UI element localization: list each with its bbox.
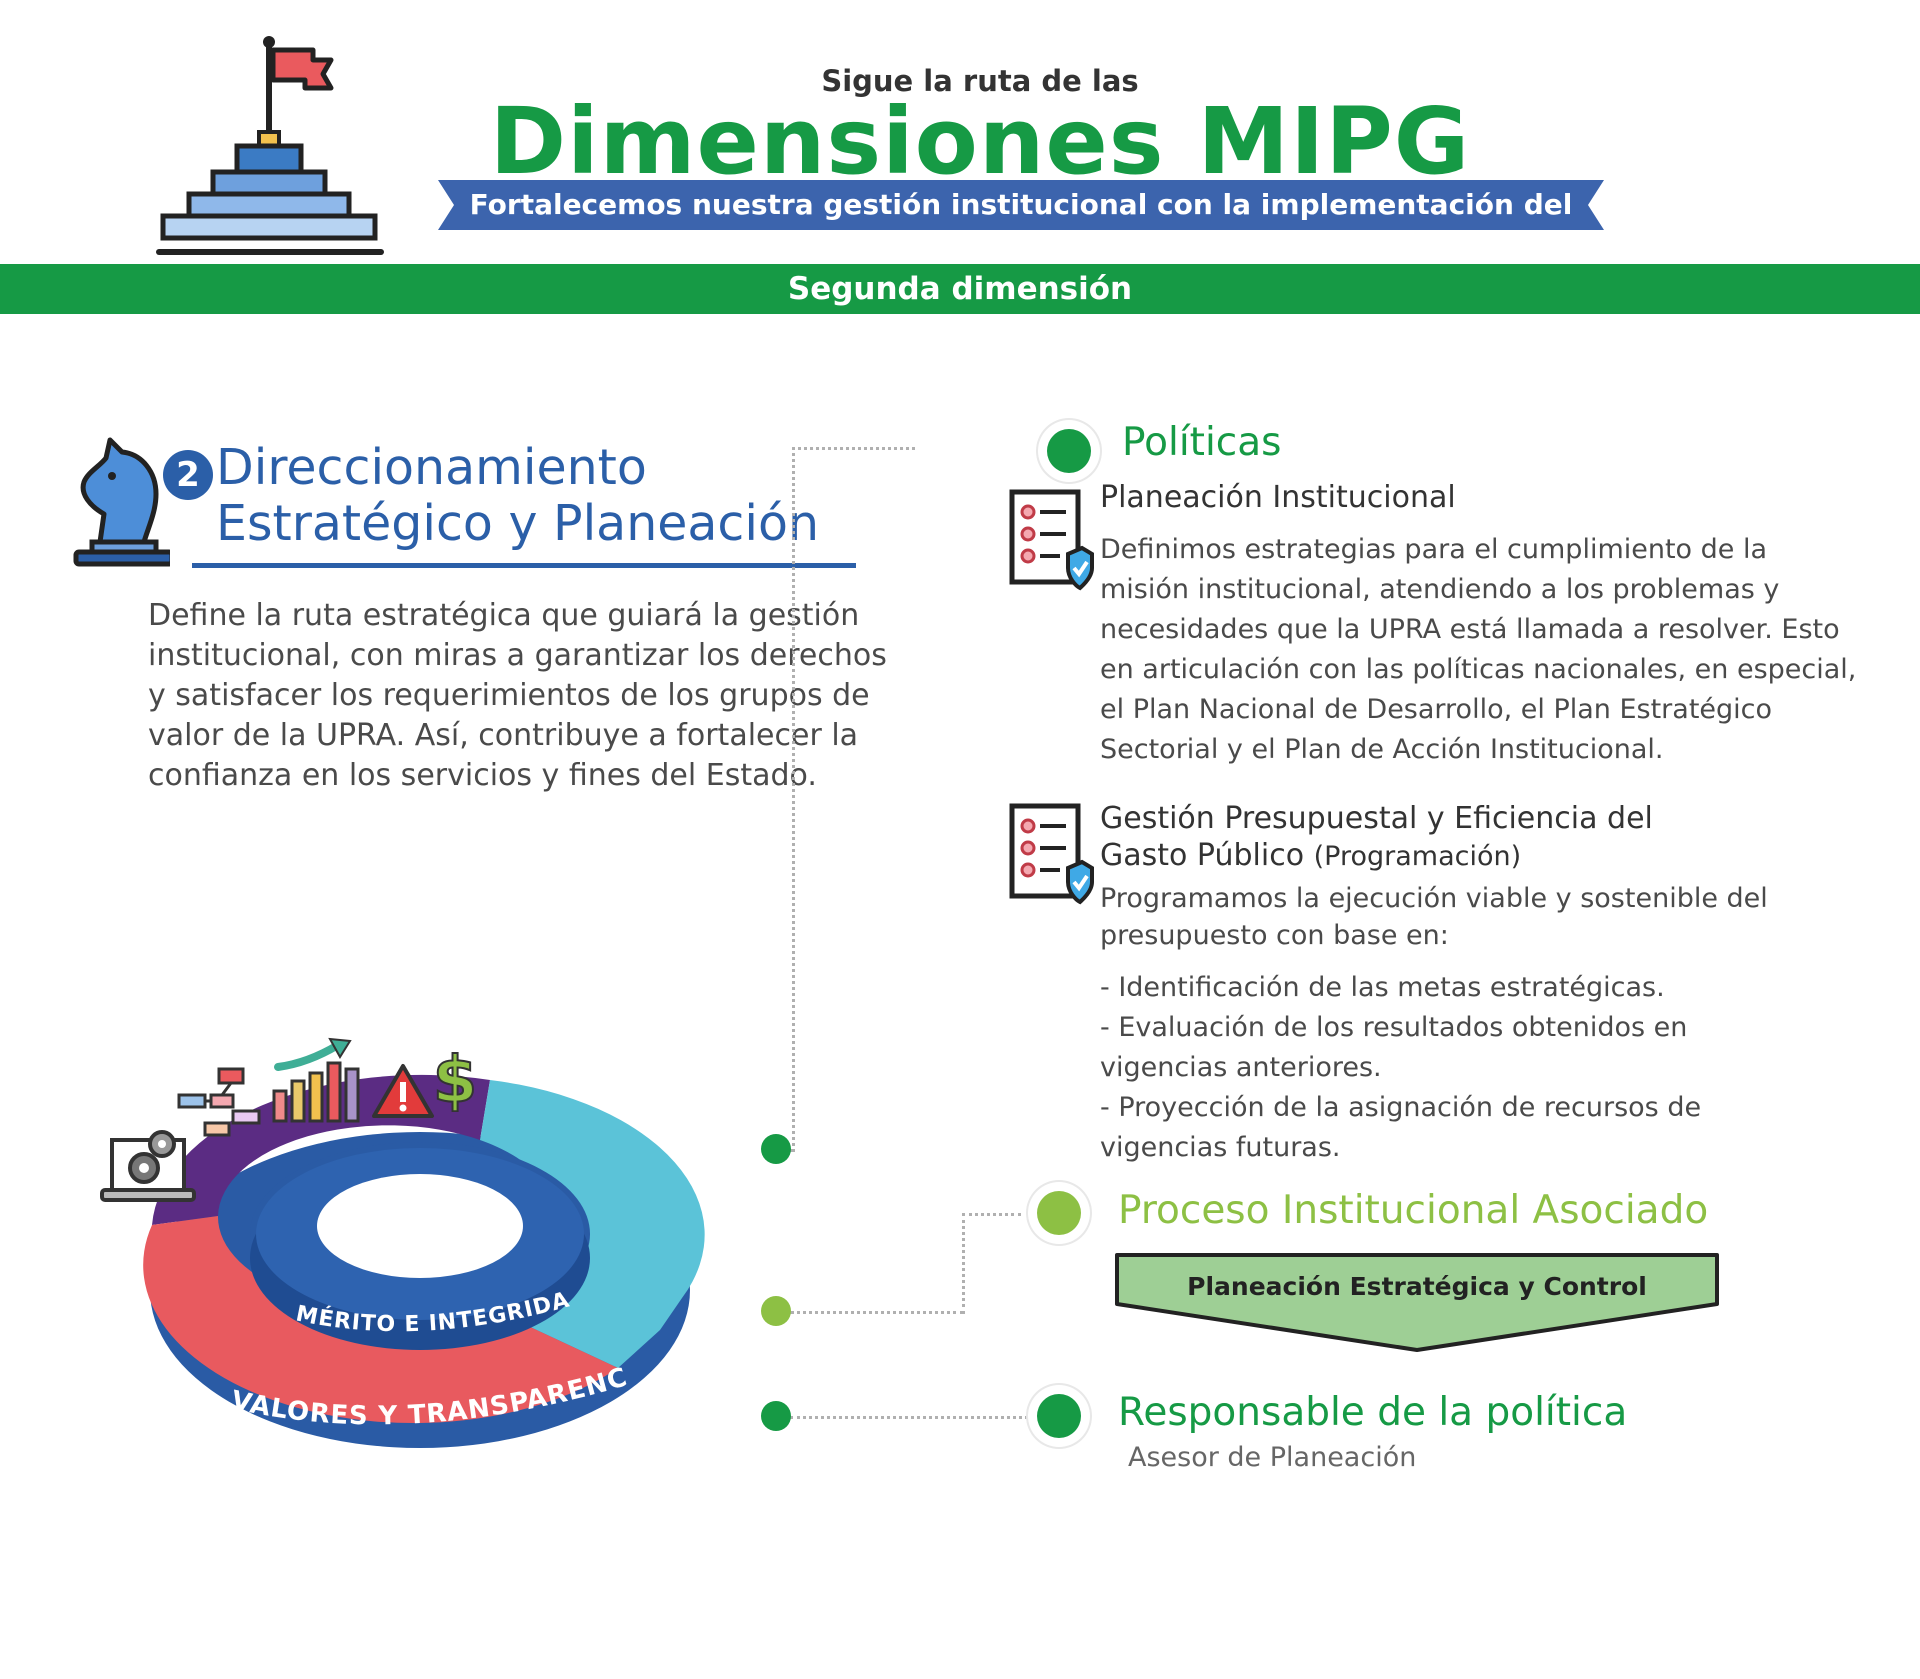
- title-underline: [192, 563, 856, 568]
- proceso-heading: Proceso Institucional Asociado: [1118, 1188, 1709, 1233]
- policy-2-text: Programamos la ejecución viable y sosten…: [1100, 883, 1768, 951]
- flowchart-icon: [177, 1067, 261, 1137]
- bar-chart-growth-icon: [272, 1037, 360, 1123]
- policy-2-title: Gestión Presupuestal y Eficiencia del Ga…: [1100, 800, 1820, 875]
- policy-1-text: Definimos estrategias para el cumplimien…: [1100, 534, 1857, 765]
- policy-2-title-line1: Gestión Presupuestal y Eficiencia del: [1100, 801, 1653, 836]
- warning-icon: [372, 1064, 434, 1118]
- checklist-shield-icon: [1009, 489, 1094, 591]
- mipg-ring-diagram: MÉRITO E INTEGRIDAD VALORES Y TRANSPAREN…: [70, 1030, 705, 1448]
- laptop-gears-icon: [100, 1130, 196, 1202]
- process-box-label: Planeación Estratégica y Control: [1187, 1272, 1647, 1301]
- policy-2-title-line2: Gasto Público: [1100, 838, 1305, 873]
- dimension-title-line1: Direccionamiento: [216, 439, 647, 496]
- section-bar-label: Segunda dimensión: [787, 271, 1133, 307]
- dimension-description: Define la ruta estratégica que guiará la…: [148, 598, 887, 793]
- politicas-heading: Políticas: [1122, 420, 1282, 465]
- list-item: - Identificación de las metas estratégic…: [1100, 972, 1665, 1003]
- banner-text: Fortalecemos nuestra gestión institucion…: [469, 188, 1573, 271]
- connector-proceso: [962, 1213, 1021, 1314]
- list-item: - Evaluación de los resultados obtenidos…: [1100, 1012, 1688, 1083]
- donut-dot-responsable: [761, 1401, 791, 1431]
- connector-politicas: [792, 447, 915, 1152]
- responsable-heading: Responsable de la política: [1118, 1390, 1628, 1435]
- page-title: Dimensiones MIPG: [489, 88, 1471, 195]
- responsable-name: Asesor de Planeación: [1128, 1442, 1417, 1473]
- politicas-marker: [1038, 420, 1100, 482]
- connector-proceso-bottom: [790, 1311, 964, 1314]
- donut-dot-proceso: [761, 1296, 791, 1326]
- header-kicker: Sigue la ruta de las: [821, 64, 1139, 98]
- policy-2-bullets: - Identificación de las metas estratégic…: [1100, 968, 1820, 1168]
- dimension-title-line2: Estratégico y Planeación: [216, 495, 820, 552]
- policy-2-title-suffix: (Programación): [1313, 841, 1522, 872]
- dimension-number-badge: 2: [163, 450, 213, 500]
- section-bar: [0, 264, 1920, 314]
- donut-dot-politicas: [761, 1134, 791, 1164]
- dimension-title: Direccionamiento Estratégico y Planeació…: [216, 440, 819, 552]
- banner-ribbon: [438, 180, 1604, 230]
- pyramid-flag-icon: [156, 36, 384, 255]
- svg-text:$: $: [433, 1044, 478, 1112]
- list-item: - Proyección de la asignación de recurso…: [1100, 1092, 1702, 1163]
- policy-1-title: Planeación Institucional: [1100, 480, 1456, 515]
- connector-responsable: [790, 1416, 1028, 1419]
- responsable-marker: [1028, 1385, 1090, 1447]
- checklist-shield-icon: [1009, 803, 1094, 905]
- process-banner-shape: [1115, 1253, 1719, 1352]
- dollar-icon: $: [432, 1043, 478, 1112]
- chess-knight-icon: [73, 437, 170, 567]
- proceso-marker: [1028, 1182, 1090, 1244]
